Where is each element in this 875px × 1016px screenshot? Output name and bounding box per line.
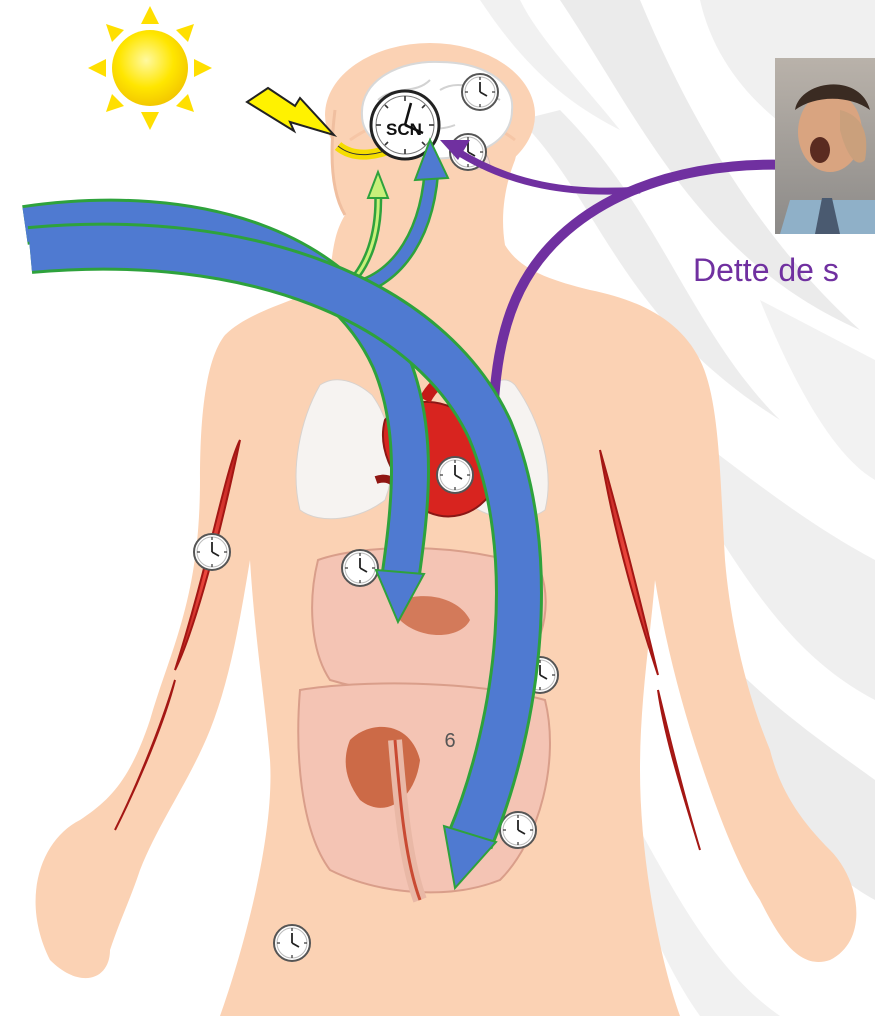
yawning-man-photo [775,58,875,234]
scn-label: SCN [380,120,428,140]
clock-icon [342,550,378,586]
sleep-debt-label: Dette de s [693,252,839,289]
clock-icon [194,534,230,570]
clock-icon [500,812,536,848]
sun-icon [88,6,212,130]
lightning-icon [247,88,334,135]
clock-icon [462,74,498,110]
page-number: 6 [430,730,470,753]
clock-icon [274,925,310,961]
clock-icon [437,457,473,493]
